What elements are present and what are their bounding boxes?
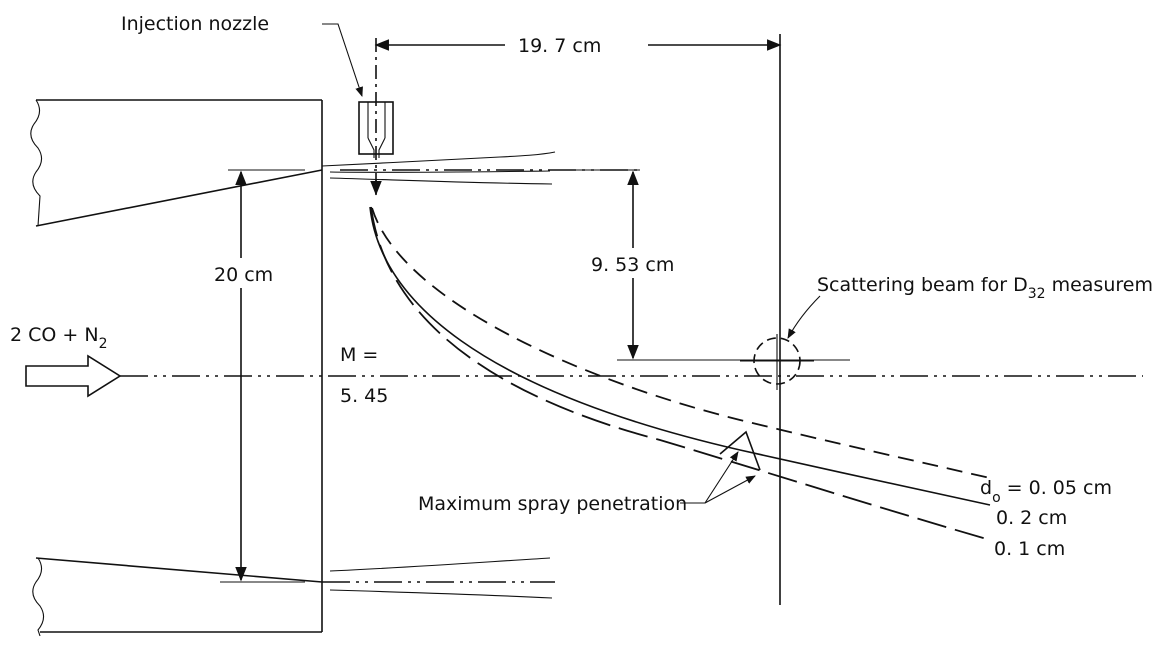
distance-19-7-label: 19. 7 cm xyxy=(518,35,601,57)
height-20-label: 20 cm xyxy=(214,264,273,286)
wake-lower xyxy=(322,557,555,599)
trajectory-0-05cm xyxy=(371,207,991,479)
flow-arrow xyxy=(25,354,122,398)
lower-wedge xyxy=(35,557,323,583)
duct-left xyxy=(30,99,323,637)
break-line-lower xyxy=(32,557,45,637)
flow-mixture-label: 2 CO + N2 xyxy=(10,324,107,352)
mach-value: 5. 45 xyxy=(340,385,388,407)
trajectory-0-2cm xyxy=(369,206,991,506)
d0-first-label: do = 0. 05 cm xyxy=(980,477,1112,506)
wake-upper xyxy=(321,151,640,185)
dim-19-7 xyxy=(374,34,782,605)
d0-second-label: 0. 2 cm xyxy=(996,507,1067,529)
d0-third-label: 0. 1 cm xyxy=(994,538,1065,560)
injection-nozzle-drawing xyxy=(358,38,394,200)
distance-9-53-label: 9. 53 cm xyxy=(591,254,674,276)
scattering-beam-label: Scattering beam for D32 measurements xyxy=(817,274,1154,302)
mach-label: M = xyxy=(340,344,378,366)
spray-trajectories xyxy=(369,206,991,541)
break-line-upper xyxy=(30,99,43,227)
trajectory-0-1cm xyxy=(370,206,991,541)
nozzle-leader xyxy=(322,23,363,97)
upper-wedge xyxy=(35,169,323,227)
max-penetration-label: Maximum spray penetration xyxy=(418,493,687,515)
max-penetration-leader-2 xyxy=(704,475,756,504)
max-penetration-leader-1 xyxy=(680,451,739,504)
injection-nozzle-label: Injection nozzle xyxy=(121,13,269,35)
penetration-marker xyxy=(719,430,761,471)
scattering-beam-marker xyxy=(740,295,821,390)
